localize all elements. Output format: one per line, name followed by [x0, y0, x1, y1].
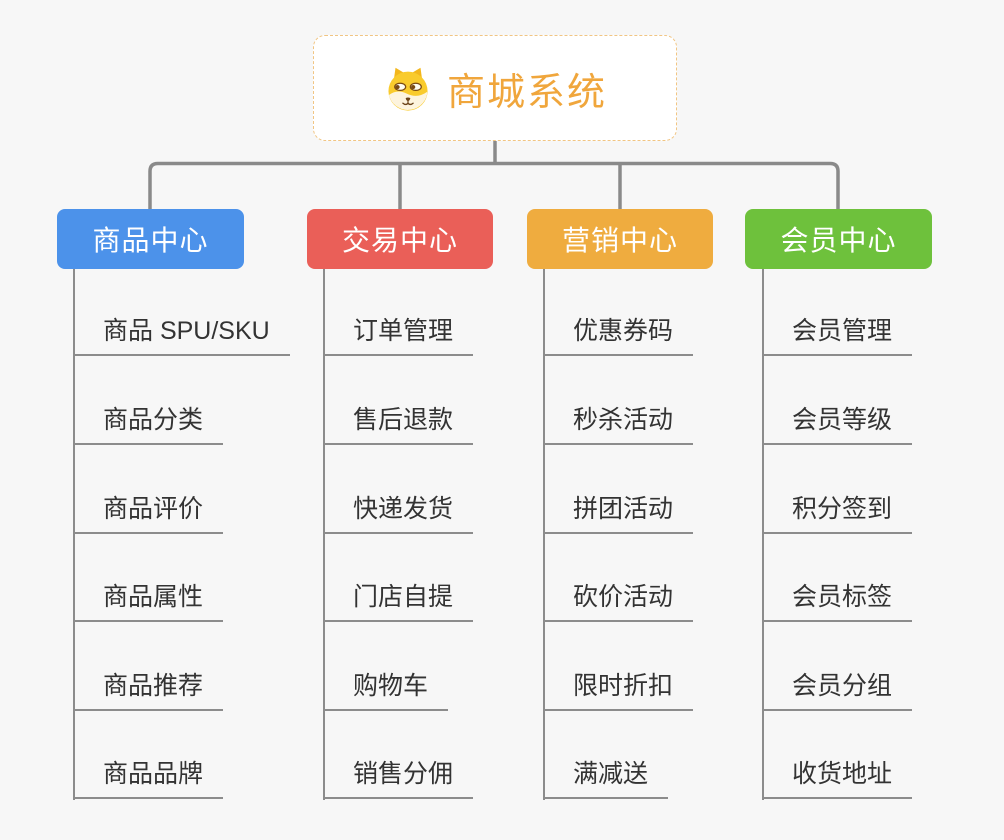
branch-trunk-line	[73, 269, 75, 800]
leaf-node[interactable]: 优惠券码	[543, 316, 694, 356]
branch-trunk-line	[543, 269, 545, 800]
branch-marketing-center[interactable]: 营销中心	[527, 209, 713, 269]
branch-trunk-line	[323, 269, 325, 800]
leaf-node[interactable]: 商品分类	[73, 405, 224, 445]
leaf-node[interactable]: 购物车	[323, 671, 449, 711]
leaf-node[interactable]: 收货地址	[762, 759, 913, 799]
branch-label: 商品中心	[92, 225, 209, 256]
leaf-node[interactable]: 销售分佣	[323, 759, 474, 799]
branch-trunk-line	[762, 269, 764, 800]
leaf-node[interactable]: 拼团活动	[543, 494, 694, 534]
leaf-node[interactable]: 限时折扣	[543, 671, 694, 711]
root-title: 商城系统	[446, 71, 607, 114]
leaf-node[interactable]: 秒杀活动	[543, 405, 694, 445]
leaf-node[interactable]: 会员等级	[762, 405, 913, 445]
leaf-node[interactable]: 会员管理	[762, 316, 913, 356]
leaf-node[interactable]: 快递发货	[323, 494, 474, 534]
branch-product-center[interactable]: 商品中心	[57, 209, 244, 269]
leaf-node[interactable]: 商品评价	[73, 494, 224, 534]
root-node[interactable]: 商城系统	[313, 35, 677, 141]
branch-trade-center[interactable]: 交易中心	[307, 209, 493, 269]
branch-member-center[interactable]: 会员中心	[745, 209, 932, 269]
branch-label: 营销中心	[561, 225, 678, 256]
leaf-node[interactable]: 门店自提	[323, 582, 474, 622]
leaf-node[interactable]: 商品推荐	[73, 671, 224, 711]
leaf-node[interactable]: 商品 SPU/SKU	[73, 316, 290, 356]
branch-label: 会员中心	[780, 225, 897, 256]
branch-rail-line	[148, 161, 840, 210]
leaf-node[interactable]: 商品品牌	[73, 759, 224, 799]
leaf-node[interactable]: 订单管理	[323, 316, 474, 356]
leaf-node[interactable]: 售后退款	[323, 405, 474, 445]
leaf-node[interactable]: 积分签到	[762, 494, 913, 534]
branch-label: 交易中心	[341, 225, 458, 256]
leaf-node[interactable]: 会员分组	[762, 671, 913, 711]
leaf-node[interactable]: 满减送	[543, 759, 669, 799]
leaf-node[interactable]: 会员标签	[762, 582, 913, 622]
leaf-node[interactable]: 砍价活动	[543, 582, 694, 622]
dog-face-icon	[383, 63, 433, 113]
leaf-node[interactable]: 商品属性	[73, 582, 224, 622]
